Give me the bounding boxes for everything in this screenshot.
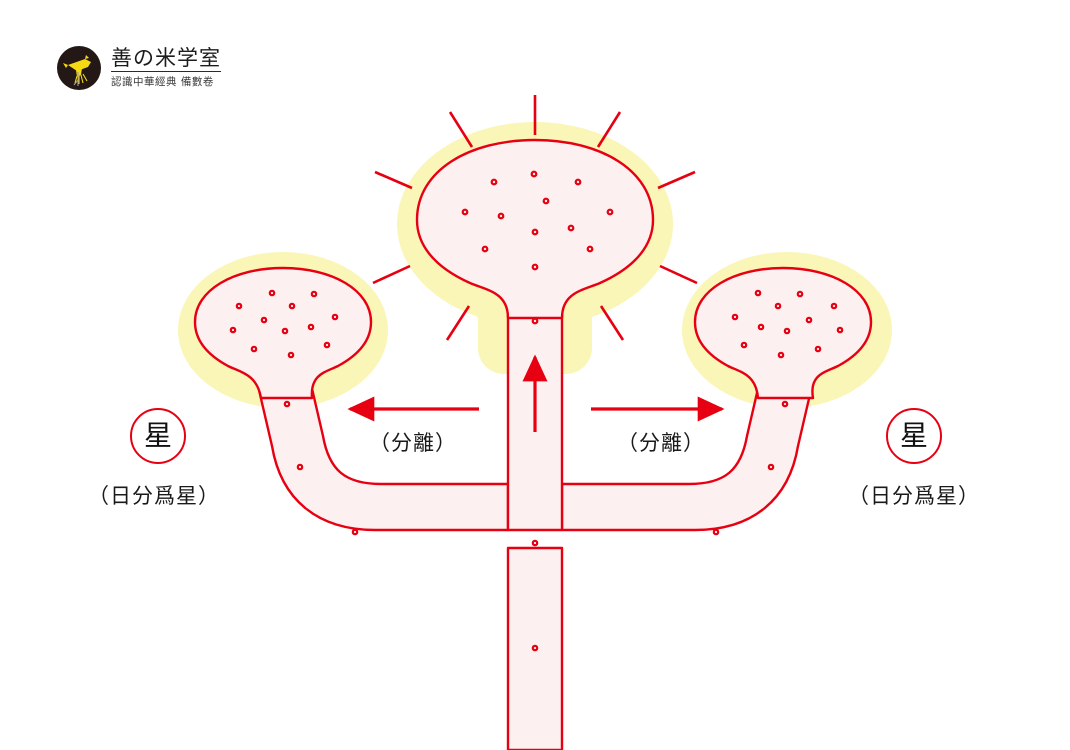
- ray-nne: [596, 111, 622, 148]
- chromosome-dot: [250, 345, 258, 353]
- chromosome-dot: [777, 351, 785, 359]
- chromosome-dot: [287, 351, 295, 359]
- chromosome-dot: [497, 212, 505, 220]
- chromosome-dot: [351, 528, 359, 536]
- chromosome-dot: [754, 289, 762, 297]
- chromosome-dot: [783, 327, 791, 335]
- brand-title: 善の米学室: [111, 46, 221, 72]
- chromosome-dot: [461, 208, 469, 216]
- chromosome-dot: [606, 208, 614, 216]
- center-bulb-rays: [372, 95, 698, 341]
- chromosome-dot: [310, 290, 318, 298]
- chromosome-dot: [796, 290, 804, 298]
- left-bulb-dots: [229, 289, 339, 408]
- brand-subtitle: 認識中華經典 備數卷: [111, 76, 214, 88]
- left-star-badge: 星: [130, 408, 186, 464]
- chromosome-dot: [531, 644, 539, 652]
- chromosome-dot: [836, 326, 844, 334]
- chromosome-dot: [781, 400, 789, 408]
- chromosome-dot: [288, 302, 296, 310]
- right-separation-label: （分離）: [617, 431, 705, 455]
- chromosome-dot: [481, 245, 489, 253]
- right-branch: [560, 378, 813, 532]
- chromosome-dot: [830, 302, 838, 310]
- left-separation-label: （分離）: [369, 431, 457, 455]
- chromosome-dot: [260, 316, 268, 324]
- chromosome-dot: [281, 327, 289, 335]
- ray-ese: [659, 264, 698, 285]
- chromosome-dot: [531, 263, 539, 271]
- branch-dots: [296, 463, 775, 652]
- tube-structure: [193, 138, 873, 750]
- chromosome-dot: [531, 228, 539, 236]
- left-branch: [257, 378, 510, 532]
- chromosome-dot: [296, 463, 304, 471]
- ray-ene: [657, 170, 696, 190]
- chromosome-dot: [542, 197, 550, 205]
- right-star-badge: 星: [886, 408, 942, 464]
- ray-ssw: [445, 305, 471, 341]
- left-star-caption: （日分爲星）: [88, 484, 220, 508]
- brand-text: 善の米学室 認識中華經典 備數卷: [111, 44, 221, 90]
- chromosome-dot: [814, 345, 822, 353]
- chromosome-dot: [805, 316, 813, 324]
- ray-wsw: [372, 264, 411, 285]
- chromosome-dot: [740, 341, 748, 349]
- chromosome-dot: [567, 224, 575, 232]
- ray-nnw: [448, 111, 474, 148]
- chromosome-dot: [574, 178, 582, 186]
- chromosome-dot: [530, 170, 538, 178]
- direction-arrows: [347, 354, 725, 432]
- brand-logo: 善の米学室 認識中華經典 備數卷: [55, 44, 221, 92]
- chromosome-dot: [767, 463, 775, 471]
- chromosome-dot: [531, 539, 539, 547]
- chromosome-dot: [283, 400, 291, 408]
- chromosome-dot: [586, 245, 594, 253]
- chromosome-dot: [235, 302, 243, 310]
- chromosome-dot: [323, 341, 331, 349]
- bird-in-circle-logo-icon: [55, 44, 103, 92]
- main-trunk: [506, 546, 564, 750]
- chromosome-dot: [307, 323, 315, 331]
- chromosome-dot: [731, 313, 739, 321]
- ray-wnw: [374, 170, 413, 190]
- chromosome-dot: [490, 178, 498, 186]
- right-bulb: [693, 266, 873, 400]
- chromosome-dot: [712, 528, 720, 536]
- chromosome-dot: [229, 326, 237, 334]
- ray-sse: [599, 305, 625, 341]
- chromosome-dot: [531, 317, 539, 325]
- right-bulb-dots: [731, 289, 844, 408]
- right-star-caption: （日分爲星）: [848, 484, 980, 508]
- chromosome-dot: [757, 323, 765, 331]
- center-bulb-dots: [461, 170, 614, 325]
- chromosome-dot: [774, 302, 782, 310]
- chromosome-dot: [331, 313, 339, 321]
- chromosome-dot: [268, 289, 276, 297]
